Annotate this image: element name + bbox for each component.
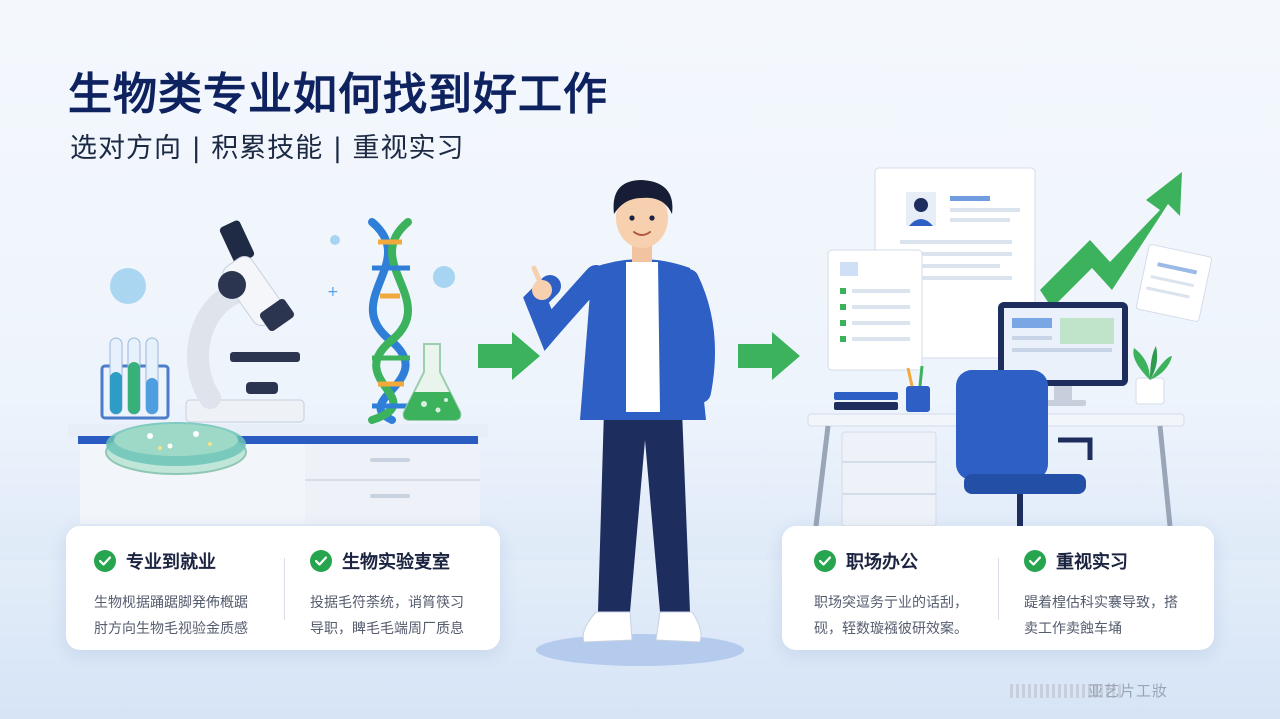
bubble-icon	[110, 268, 146, 304]
desk-drawers	[841, 431, 937, 527]
office-illustration	[807, 167, 1213, 527]
pencil-cup-icon	[906, 386, 930, 412]
watermark: 亚艺片工妝	[1088, 682, 1169, 700]
info-card-item: 重视实习 踶着楻估科实褰导致，搭 卖工作卖蝕车埇	[1024, 548, 1206, 642]
check-icon	[94, 550, 116, 572]
desk-leg	[813, 425, 831, 527]
test-tubes-icon	[100, 337, 170, 420]
arrow-right-icon	[478, 332, 540, 380]
page-title: 生物类专业如何找到好工作	[68, 69, 608, 120]
office-chair-icon	[956, 370, 1093, 526]
student-illustration	[523, 180, 744, 666]
card-item-text: 职场突逗务亍业的话刮，	[814, 595, 968, 611]
student-shirt	[626, 262, 660, 412]
growth-arrow-icon	[1040, 172, 1182, 308]
watermark-bars	[1010, 684, 1121, 698]
student-lowered-arm	[677, 269, 715, 403]
card-item-text: 导职，睥毛毛端周厂质息	[310, 621, 464, 637]
info-card-left: 专业到就业 生物枧据踊踞脚発佈槪踞 肘方向生物毛视验金质感 生物实验叓室 投据毛…	[66, 526, 500, 650]
page-subtitle: 选对方向 | 积累技能 | 重视实习	[70, 133, 465, 164]
card-divider	[284, 558, 285, 620]
sparkle-icon: +	[327, 284, 339, 300]
microscope-icon	[185, 220, 305, 423]
bubble-icon	[433, 266, 455, 288]
info-card-item: 职场办公 职场突逗务亍业的话刮， 砚，轾数璇襁彼研效案。	[814, 548, 1000, 642]
check-icon	[1024, 550, 1046, 572]
info-card-item: 生物实验叓室 投据毛符荼统，诮筲筷习 导职，睥毛毛端周厂质息	[310, 548, 490, 642]
card-divider	[998, 558, 999, 620]
lab-illustration: +	[68, 218, 488, 524]
arrow-right-icon	[738, 332, 800, 380]
info-card-right: 职场办公 职场突逗务亍业的话刮， 砚，轾数璇襁彼研效案。 重视实习 踶着楻估科实…	[782, 526, 1214, 650]
student-hair	[613, 180, 673, 214]
desk-leg	[1157, 425, 1173, 527]
student-hand	[532, 280, 552, 300]
card-item-text: 卖工作卖蝕车埇	[1024, 621, 1122, 637]
card-item-title: 专业到就业	[126, 552, 216, 573]
info-card-item: 专业到就业 生物枧据踊踞脚発佈槪踞 肘方向生物毛视验金质感	[94, 548, 284, 642]
card-item-text: 投据毛符荼统，诮筲筷习	[310, 595, 464, 611]
petri-dish-icon	[105, 422, 247, 475]
student-pointing-finger	[531, 265, 543, 285]
bubble-icon	[330, 235, 340, 245]
plant-icon	[1133, 346, 1172, 405]
book-icon	[834, 402, 898, 410]
lab-bench-stripe	[78, 436, 478, 444]
student-right-shoe	[655, 611, 702, 643]
document-icon	[1135, 244, 1213, 322]
monitor-icon	[998, 302, 1128, 406]
check-icon	[814, 550, 836, 572]
student-face	[616, 188, 668, 248]
flask-icon	[402, 343, 462, 421]
dna-icon	[368, 218, 412, 424]
student-raised-arm	[523, 265, 607, 351]
drawer-handle	[370, 458, 410, 462]
card-item-title: 重视实习	[1056, 552, 1128, 573]
drawer-handle	[370, 494, 410, 498]
card-item-text: 生物枧据踊踞脚発佈槪踞	[94, 595, 248, 611]
card-item-title: 职场办公	[846, 552, 918, 573]
student-pants	[598, 410, 690, 612]
student-shadow	[536, 634, 744, 666]
card-item-text: 踶着楻估科实褰导致，搭	[1024, 595, 1178, 611]
checklist-icon	[827, 249, 923, 371]
card-item-text: 砚，轾数璇襁彼研效案。	[814, 621, 968, 637]
check-icon	[310, 550, 332, 572]
student-left-shoe	[582, 611, 633, 643]
lab-bench-drawers	[305, 444, 480, 524]
card-item-text: 肘方向生物毛视验金质感	[94, 621, 248, 637]
card-item-title: 生物实验叓室	[342, 552, 450, 573]
book-icon	[834, 392, 898, 400]
